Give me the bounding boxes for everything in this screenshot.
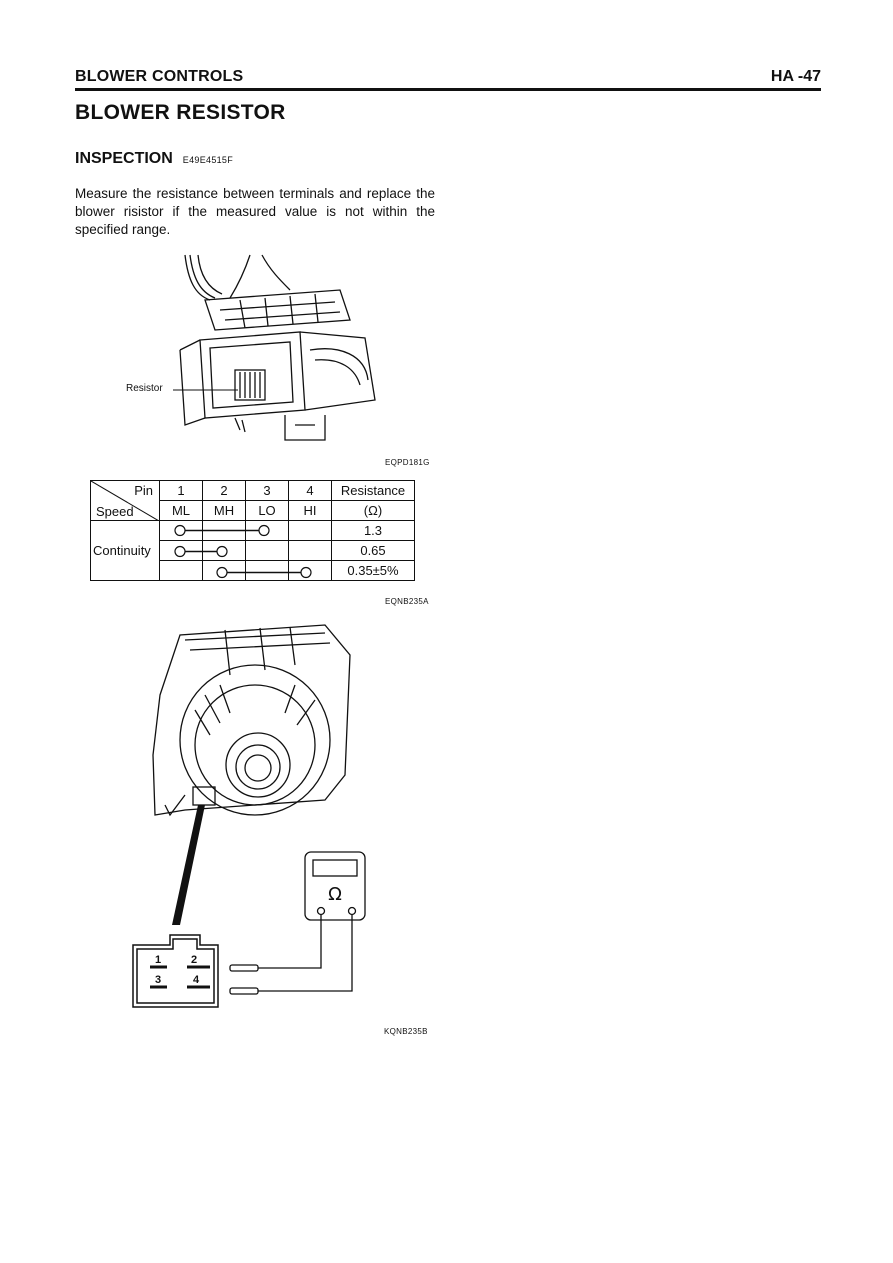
header-diagonal-line — [91, 481, 159, 521]
figure1-code: EQPD181G — [385, 458, 430, 467]
body-paragraph: Measure the resistance between terminals… — [75, 186, 435, 237]
table-code: EQNB235A — [385, 597, 429, 606]
continuity-label: Continuity — [90, 520, 160, 581]
resistor-label: Resistor — [126, 383, 163, 394]
pin-header-2: 2 — [202, 480, 246, 501]
continuity-terminal — [216, 545, 228, 558]
continuity-terminal — [174, 545, 186, 558]
blower-resistor-illustration — [173, 254, 376, 441]
speed-header: Speed — [96, 504, 134, 519]
pin-header: Pin — [134, 483, 153, 498]
page-title: BLOWER RESISTOR — [75, 101, 286, 124]
connector-pin-2-label: 2 — [191, 954, 197, 966]
pin-speed-header-cell: Pin Speed — [90, 480, 160, 521]
header-rule — [75, 88, 821, 91]
continuity-terminal — [216, 566, 228, 579]
resistance-table: Pin Speed 1 2 3 4 Resistance ML MH LO HI… — [90, 480, 415, 581]
resistance-header: Resistance — [331, 480, 415, 501]
figure2-code: KQNB235B — [384, 1027, 428, 1036]
speed-hi: HI — [288, 500, 332, 521]
ohm-symbol: Ω — [328, 884, 342, 905]
blower-ohmmeter-illustration: 1 2 3 4 Ω — [132, 624, 366, 1008]
continuity-terminal — [300, 566, 312, 579]
continuity-terminal — [258, 524, 270, 537]
pin-header-1: 1 — [159, 480, 203, 501]
resistance-unit: (Ω) — [331, 500, 415, 521]
resistance-value-1: 1.3 — [331, 520, 415, 541]
resistance-value-2: 0.65 — [331, 540, 415, 561]
section-code: E49E4515F — [182, 155, 234, 165]
speed-mh: MH — [202, 500, 246, 521]
speed-ml: ML — [159, 500, 203, 521]
header-page-number: HA -47 — [770, 68, 821, 85]
resistance-value-3: 0.35±5% — [331, 560, 415, 581]
speed-lo: LO — [245, 500, 289, 521]
pin-header-4: 4 — [288, 480, 332, 501]
section-heading: INSPECTION E49E4515F — [75, 150, 233, 168]
section-heading-text: INSPECTION — [75, 150, 173, 167]
connector-pin-4-label: 4 — [193, 974, 200, 986]
connector-pin-3-label: 3 — [155, 974, 161, 986]
header-section-title: BLOWER CONTROLS — [75, 68, 244, 85]
connector-pin-1-label: 1 — [155, 954, 161, 966]
continuity-terminal — [174, 524, 186, 537]
pin-header-3: 3 — [245, 480, 289, 501]
continuity-overlay — [174, 524, 312, 579]
